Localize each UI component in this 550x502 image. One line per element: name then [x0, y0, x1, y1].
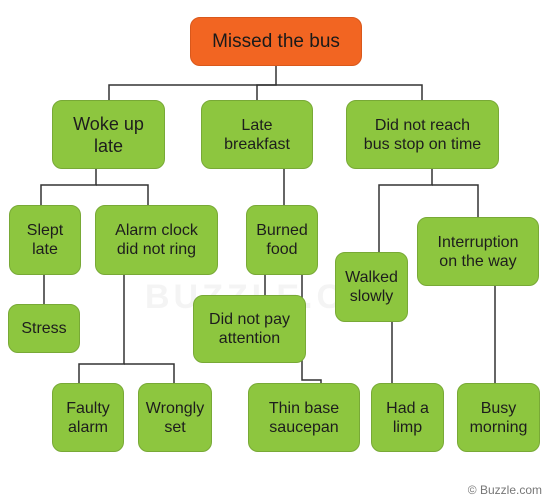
node-alarm-clock-did-not-ring: Alarm clock did not ring: [95, 205, 218, 275]
connector-woke-to-alarm-clock: [96, 184, 149, 205]
node-slept-late: Slept late: [9, 205, 81, 275]
node-faulty-alarm: Faulty alarm: [52, 383, 124, 452]
connector-root-to-did-not-reach: [276, 84, 423, 100]
connector-alarm-to-faulty-alarm: [78, 275, 125, 383]
credit-text: © Buzzle.com: [467, 483, 542, 497]
node-walked-slowly: Walked slowly: [335, 252, 408, 322]
node-did-not-pay-attention: Did not pay attention: [193, 295, 306, 363]
node-late-breakfast: Late breakfast: [201, 100, 313, 169]
node-stress: Stress: [8, 304, 80, 353]
node-did-not-reach-bus-stop: Did not reach bus stop on time: [346, 100, 499, 169]
node-wrongly-set: Wrongly set: [138, 383, 212, 452]
node-burned-food: Burned food: [246, 205, 318, 275]
node-woke-up-late: Woke up late: [52, 100, 165, 169]
node-thin-base-saucepan: Thin base saucepan: [248, 383, 360, 452]
connector-reach-to-walked-slowly: [378, 168, 433, 252]
connector-woke-to-slept-late: [40, 168, 97, 205]
node-interruption-on-the-way: Interruption on the way: [417, 217, 539, 286]
connector-root-to-woke-up-late: [108, 66, 277, 100]
root-node-missed-the-bus: Missed the bus: [190, 17, 362, 66]
connector-root-to-late-breakfast: [256, 84, 276, 100]
connector-reach-to-interruption: [432, 184, 479, 217]
node-busy-morning: Busy morning: [457, 383, 540, 452]
node-had-a-limp: Had a limp: [371, 383, 444, 452]
connector-alarm-to-wrongly-set: [124, 363, 175, 383]
